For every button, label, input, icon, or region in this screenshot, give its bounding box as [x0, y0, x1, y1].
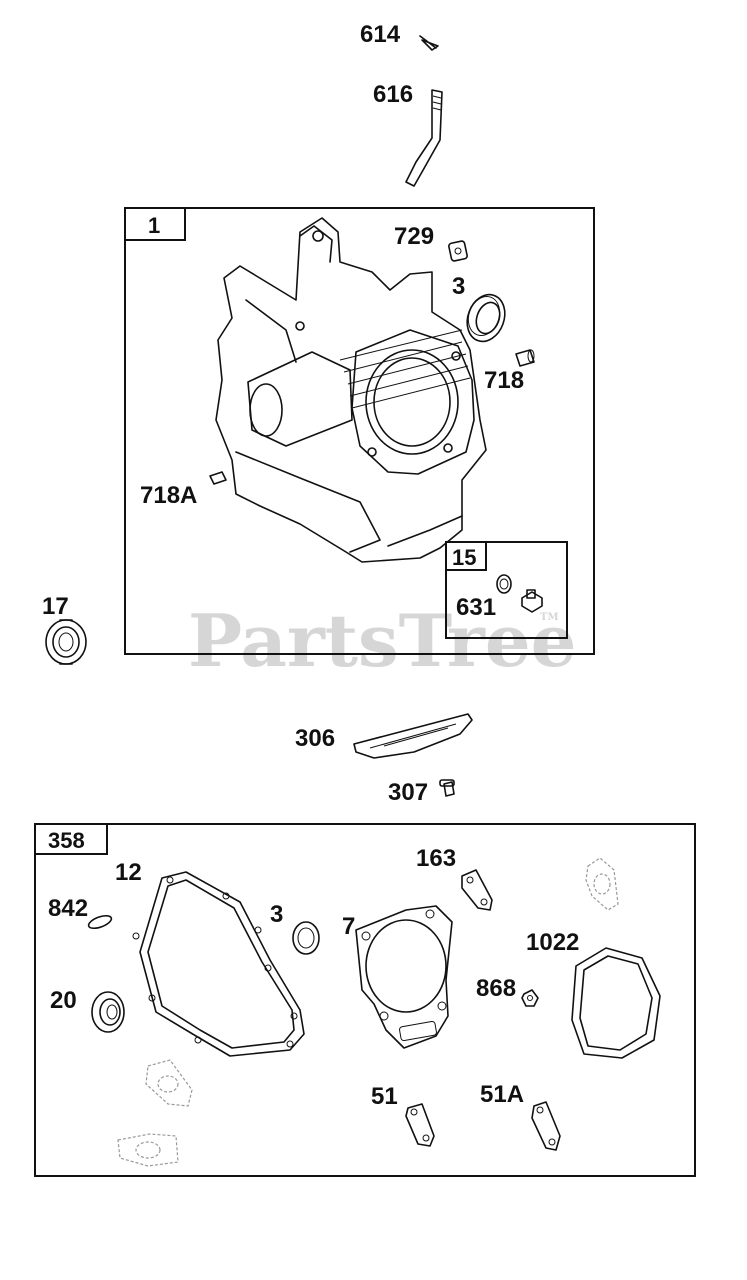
part-20-seal[interactable] [91, 991, 125, 1033]
ghost-gasket-left-mid [145, 1059, 193, 1107]
part-163-gasket[interactable] [461, 869, 493, 911]
callout-631: 631 [456, 594, 496, 621]
part-1-cylinder-block[interactable] [215, 217, 487, 563]
callout-842: 842 [48, 895, 88, 922]
part-1022-cover-gasket[interactable] [571, 947, 661, 1059]
part-616-rod[interactable] [405, 89, 443, 187]
part-868-nut[interactable] [521, 989, 539, 1007]
callout-3-top: 3 [452, 273, 465, 300]
callout-718: 718 [484, 367, 524, 394]
callout-7: 7 [342, 913, 355, 940]
callout-51: 51 [371, 1083, 398, 1110]
part-631-drain-plug[interactable] [496, 574, 543, 613]
callout-614: 614 [360, 21, 401, 48]
part-7-head-gasket[interactable] [355, 905, 453, 1049]
kit-1-box: 1 [124, 207, 595, 655]
callout-868: 868 [476, 975, 516, 1002]
part-729-plug[interactable] [448, 240, 468, 262]
part-306-baffle[interactable] [353, 713, 473, 759]
callout-163: 163 [416, 845, 456, 872]
part-842-o-ring[interactable] [87, 913, 113, 931]
callout-306: 306 [295, 725, 335, 752]
part-307-screw[interactable] [439, 779, 455, 797]
kit-15-box: 15 [445, 541, 568, 639]
watermark-tm: TM [540, 612, 559, 623]
part-17-bearing[interactable] [45, 619, 87, 665]
part-718-dowel-pin[interactable] [515, 349, 535, 367]
kit-15-label: 15 [452, 545, 476, 570]
callout-12: 12 [115, 859, 142, 886]
ghost-gasket-left-bottom [117, 1133, 179, 1167]
kit-358-box: 358 [34, 823, 696, 1177]
kit-1-label: 1 [148, 213, 160, 238]
callout-307: 307 [388, 779, 428, 806]
callout-718a: 718A [140, 482, 197, 509]
part-51-gasket[interactable] [405, 1103, 435, 1147]
callout-51a: 51A [480, 1081, 524, 1108]
callout-17: 17 [42, 593, 69, 620]
part-3-oil-seal[interactable] [461, 289, 511, 346]
callout-616: 616 [373, 81, 413, 108]
callout-20: 20 [50, 987, 77, 1014]
ghost-gasket-right-top [585, 857, 619, 911]
callout-729: 729 [394, 223, 434, 250]
part-3-seal-lower[interactable] [292, 921, 320, 955]
part-718a-dowel-pin[interactable] [209, 471, 227, 485]
watermark: PartsTree TM [188, 598, 576, 683]
callout-1022: 1022 [526, 929, 579, 956]
watermark-text: PartsTree [188, 598, 576, 683]
part-51a-gasket[interactable] [531, 1101, 561, 1151]
callout-3-lower: 3 [270, 901, 283, 928]
part-614-cotter-pin[interactable] [419, 35, 439, 51]
kit-358-label: 358 [48, 828, 85, 853]
part-12-crankcase-gasket[interactable] [132, 871, 305, 1057]
